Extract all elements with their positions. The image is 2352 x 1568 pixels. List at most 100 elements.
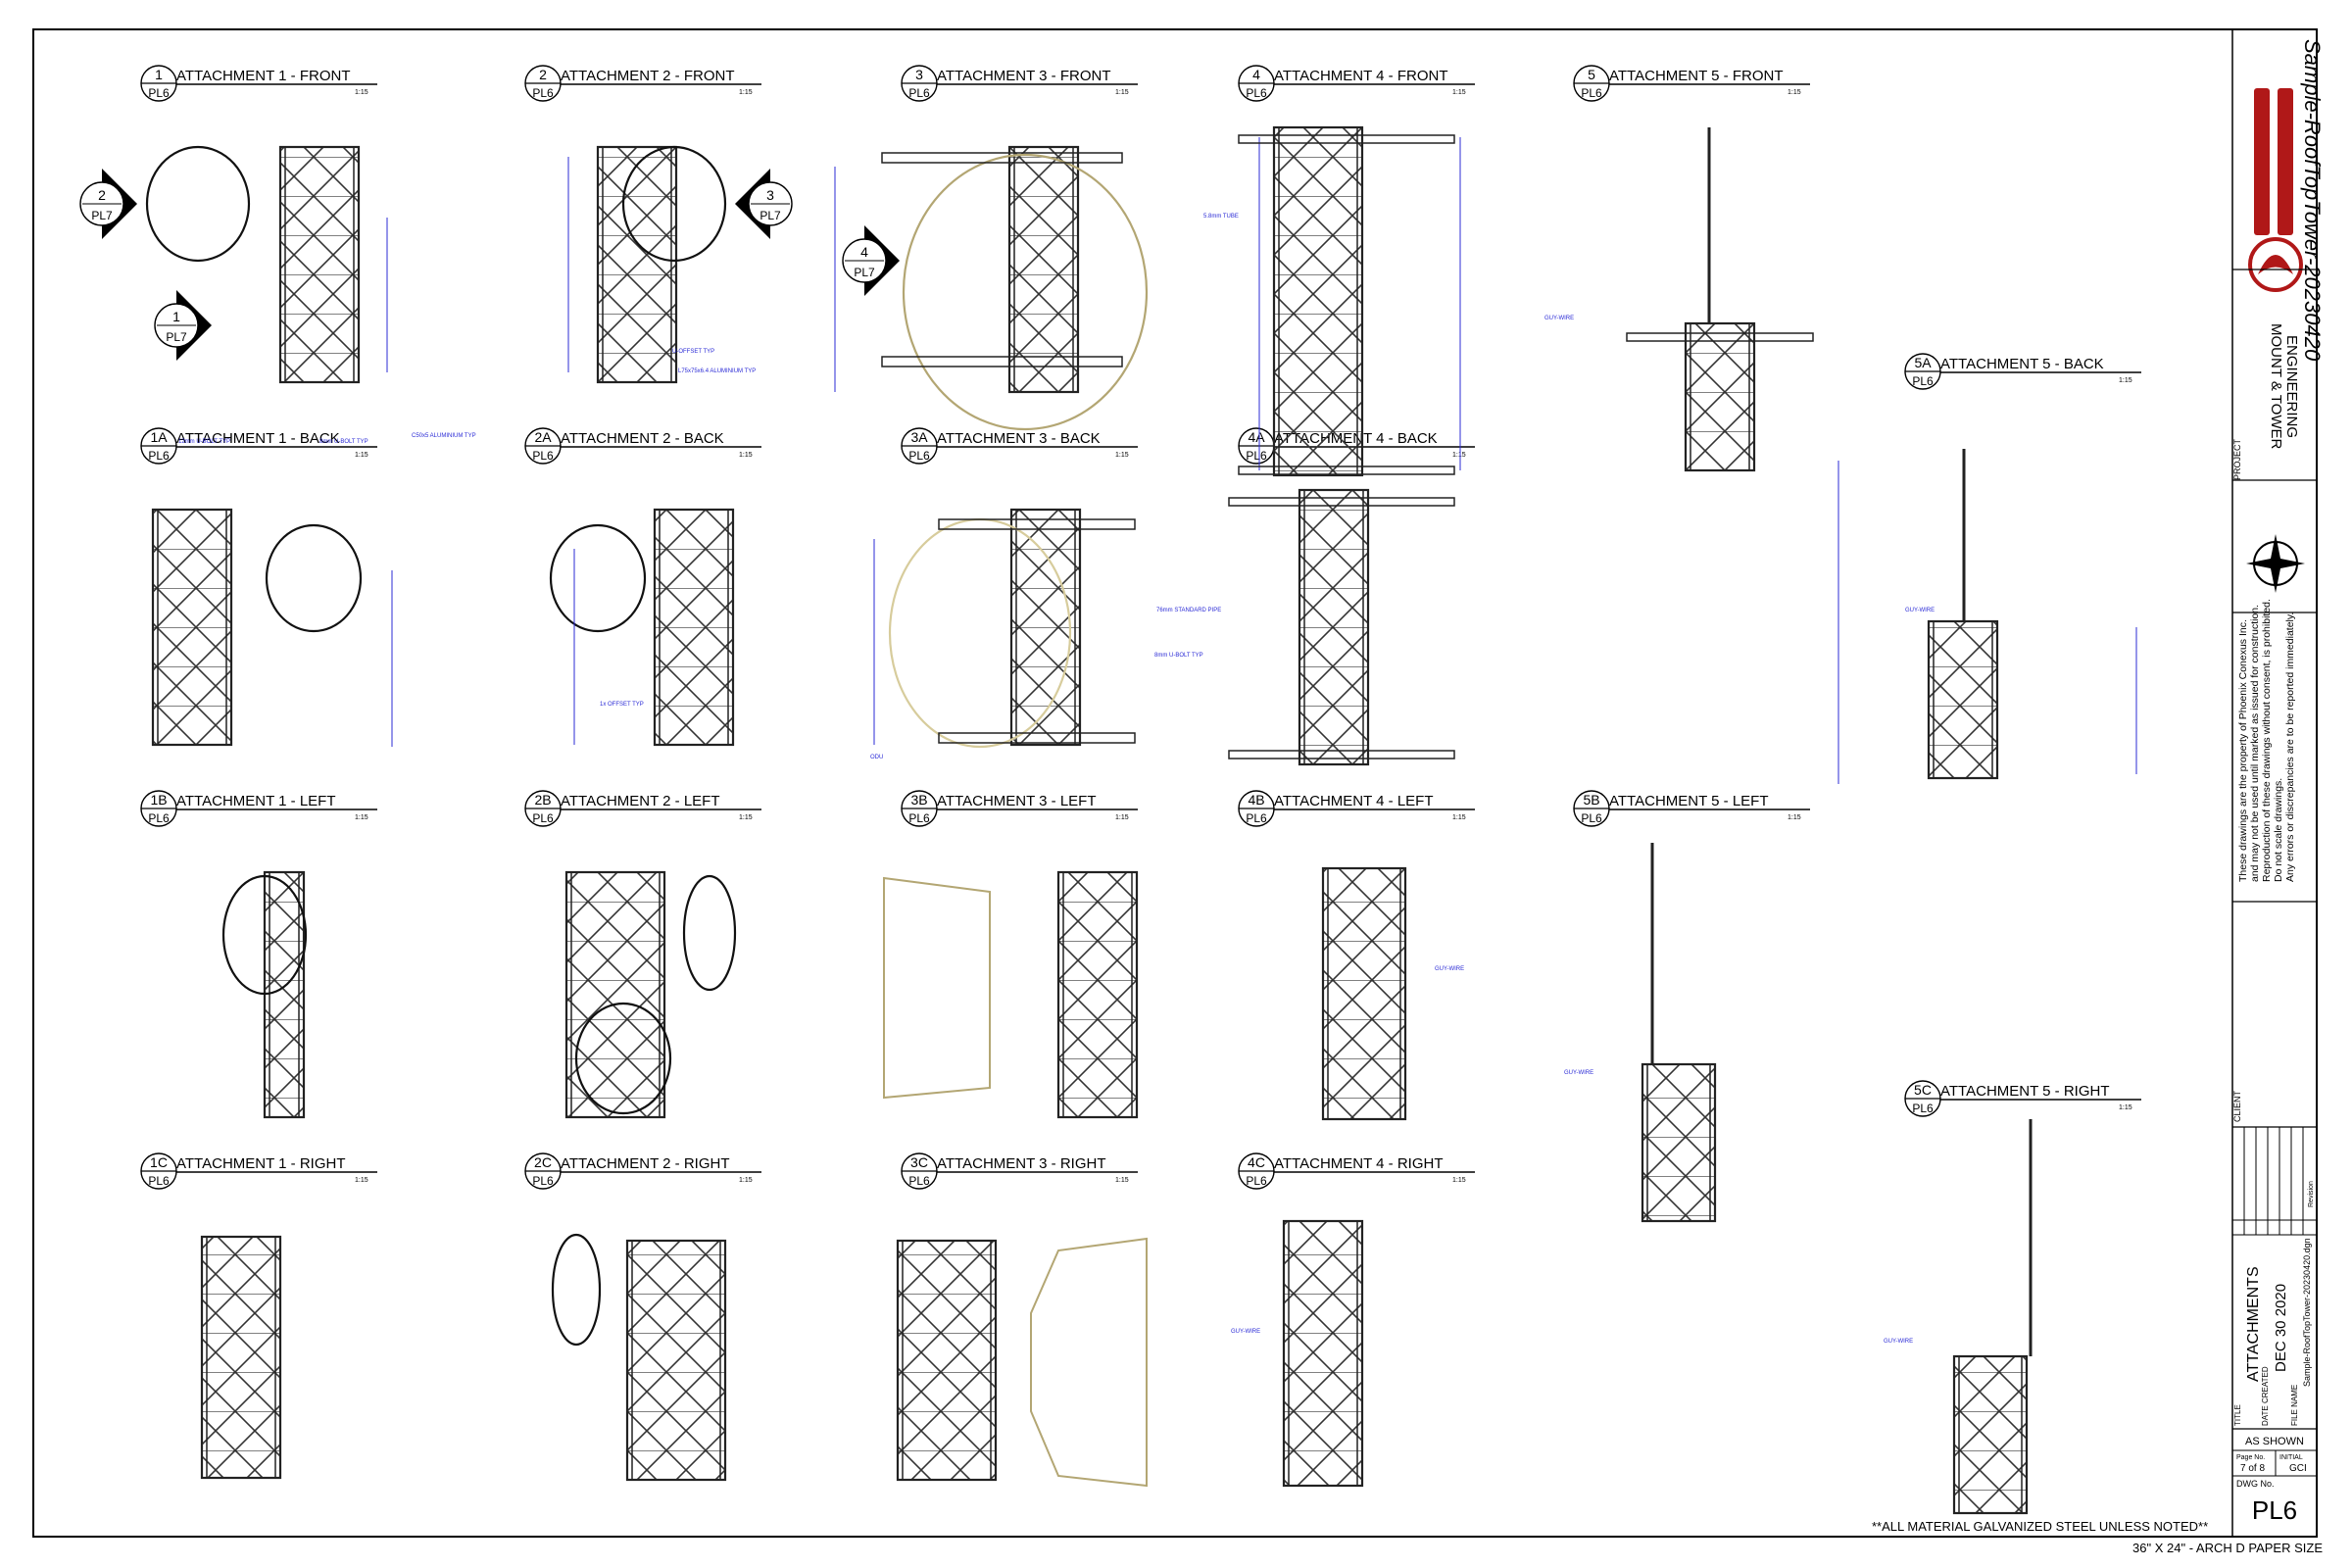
title-block: Sample-RoofTopTower-20230420 MOUNT & TOW… — [2231, 39, 2325, 1525]
view-title: ATTACHMENT 3 - LEFT — [937, 793, 1097, 809]
marker-number: 1 — [172, 309, 180, 324]
marker-sheet-ref: PL7 — [166, 330, 187, 344]
view-title: ATTACHMENT 2 - FRONT — [561, 68, 735, 84]
view-sheet-ref: PL6 — [1246, 449, 1267, 463]
callout-label: 5.8mm TUBE — [1203, 214, 1239, 220]
view-scale: 1:15 — [1452, 1177, 1466, 1184]
tower-section — [151, 508, 233, 747]
north-arrow-icon — [2246, 534, 2305, 593]
scale-value: AS SHOWN — [2245, 1436, 2304, 1447]
callout-label: GUY-WIRE — [1905, 608, 1935, 613]
paper-size-note: 36" X 24" - ARCH D PAPER SIZE — [2132, 1541, 2323, 1555]
antenna-dish — [902, 153, 1149, 431]
view-scale: 1:15 — [739, 814, 753, 821]
view-scale: 1:15 — [1788, 89, 1801, 96]
callout-label: U-OFFSET TYP — [672, 349, 714, 355]
date-created: DEC 30 2020 — [2273, 1284, 2289, 1372]
view-title: ATTACHMENT 1 - RIGHT — [176, 1155, 346, 1172]
callout-label: GUY-WIRE — [1231, 1329, 1260, 1335]
view-sheet-ref: PL6 — [1246, 1174, 1267, 1188]
view-scale: 1:15 — [1115, 89, 1129, 96]
marker-number: 2 — [98, 187, 106, 203]
view-scale: 1:15 — [355, 89, 368, 96]
tower-section — [564, 870, 666, 1119]
callout-label: 8mm U-BOLT TYP — [319, 439, 368, 445]
sheet-title: ATTACHMENTS — [2245, 1266, 2262, 1382]
disclaimer-line: and may not be used until marked as issu… — [2249, 605, 2261, 882]
tower-section — [596, 145, 678, 384]
callout-label: L75x75x6.4 ALUMINIUM TYP — [678, 368, 756, 374]
view-sheet-ref: PL6 — [908, 1174, 930, 1188]
view-scale: 1:15 — [739, 1177, 753, 1184]
view-scale: 1:15 — [2119, 377, 2132, 384]
tower-section — [278, 145, 361, 384]
marker-sheet-ref: PL7 — [91, 209, 113, 222]
disclaimer: These drawings are the property of Phoen… — [2237, 599, 2296, 882]
view-sheet-ref: PL6 — [148, 811, 170, 825]
view-title: ATTACHMENT 5 - FRONT — [1609, 68, 1784, 84]
callout-label: GUY-WIRE — [1435, 966, 1464, 972]
view-number: 3 — [915, 67, 923, 82]
view-sheet-ref: PL6 — [908, 86, 930, 100]
antenna-dish — [574, 1002, 672, 1115]
file-name-label: FILE NAME — [2290, 1385, 2299, 1426]
view-sheet-ref: PL6 — [148, 86, 170, 100]
dwg-no-label: DWG No. — [2236, 1479, 2275, 1489]
tower-section — [263, 870, 306, 1119]
view-title: ATTACHMENT 4 - RIGHT — [1274, 1155, 1444, 1172]
view-number: 3B — [910, 792, 927, 808]
view-number: 1A — [150, 429, 168, 445]
view-sheet-ref: PL6 — [532, 449, 554, 463]
view-title: ATTACHMENT 1 - LEFT — [176, 793, 336, 809]
file-title-vertical: Sample-RoofTopTower-20230420 — [2300, 39, 2325, 362]
revision-label: Revision — [2308, 1181, 2315, 1207]
view-number: 4B — [1248, 792, 1264, 808]
view-number: 4 — [1252, 67, 1260, 82]
disclaimer-line: Do not scale drawings. — [2273, 778, 2284, 882]
view-scale: 1:15 — [355, 1177, 368, 1184]
view-title: ATTACHMENT 3 - RIGHT — [937, 1155, 1106, 1172]
view-scale: 1:15 — [1115, 452, 1129, 459]
material-note: **ALL MATERIAL GALVANIZED STEEL UNLESS N… — [1872, 1519, 2208, 1534]
tower-section — [1009, 508, 1082, 747]
antenna-dish — [221, 874, 308, 996]
view-sheet-ref: PL6 — [1581, 811, 1602, 825]
view-number: 5 — [1588, 67, 1595, 82]
title-label: TITLE — [2233, 1404, 2242, 1426]
project-label: PROJECT — [2232, 438, 2242, 480]
initial-label: INITIAL — [2279, 1454, 2303, 1461]
view-sheet-ref: PL6 — [532, 86, 554, 100]
antenna-dish — [265, 523, 363, 633]
callout-label: ODU — [870, 755, 883, 760]
disclaimer-line: Any errors or discrepancies are to be re… — [2284, 612, 2296, 882]
view-sheet-ref: PL6 — [532, 1174, 554, 1188]
tower-section — [896, 1239, 998, 1482]
disclaimer-line: These drawings are the property of Phoen… — [2237, 619, 2249, 882]
callout-label: 1x OFFSET TYP — [600, 702, 644, 708]
tower-section — [1321, 866, 1407, 1121]
view-number: 1 — [155, 67, 163, 82]
view-sheet-ref: PL6 — [908, 449, 930, 463]
view-number: 2 — [539, 67, 547, 82]
tower-section — [1007, 145, 1080, 394]
